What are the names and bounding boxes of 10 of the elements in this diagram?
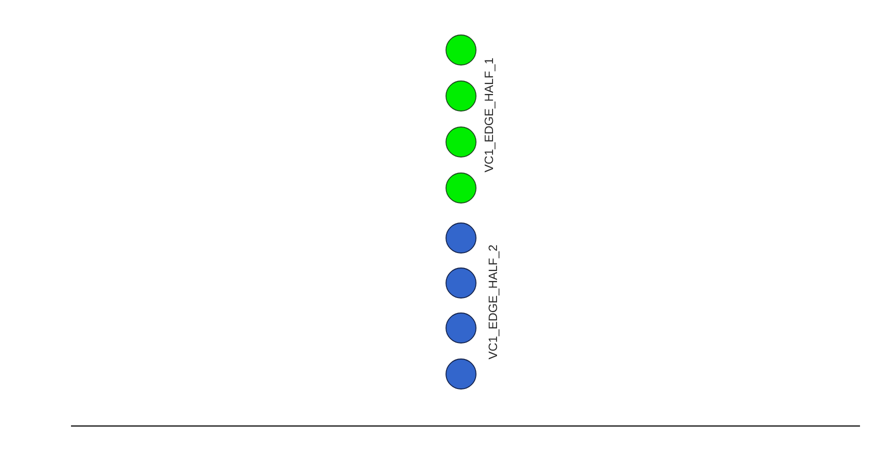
circle [446, 358, 476, 390]
circle [446, 312, 476, 344]
rotated-label: VC1_EDGE_HALF_2 [488, 245, 500, 360]
circle [446, 268, 476, 298]
circle [446, 34, 476, 66]
rotated-label: VC1_EDGE_HALF_1 [484, 58, 496, 172]
circle [446, 222, 476, 254]
circle [446, 80, 476, 112]
circle [446, 126, 476, 158]
circle [446, 172, 476, 204]
